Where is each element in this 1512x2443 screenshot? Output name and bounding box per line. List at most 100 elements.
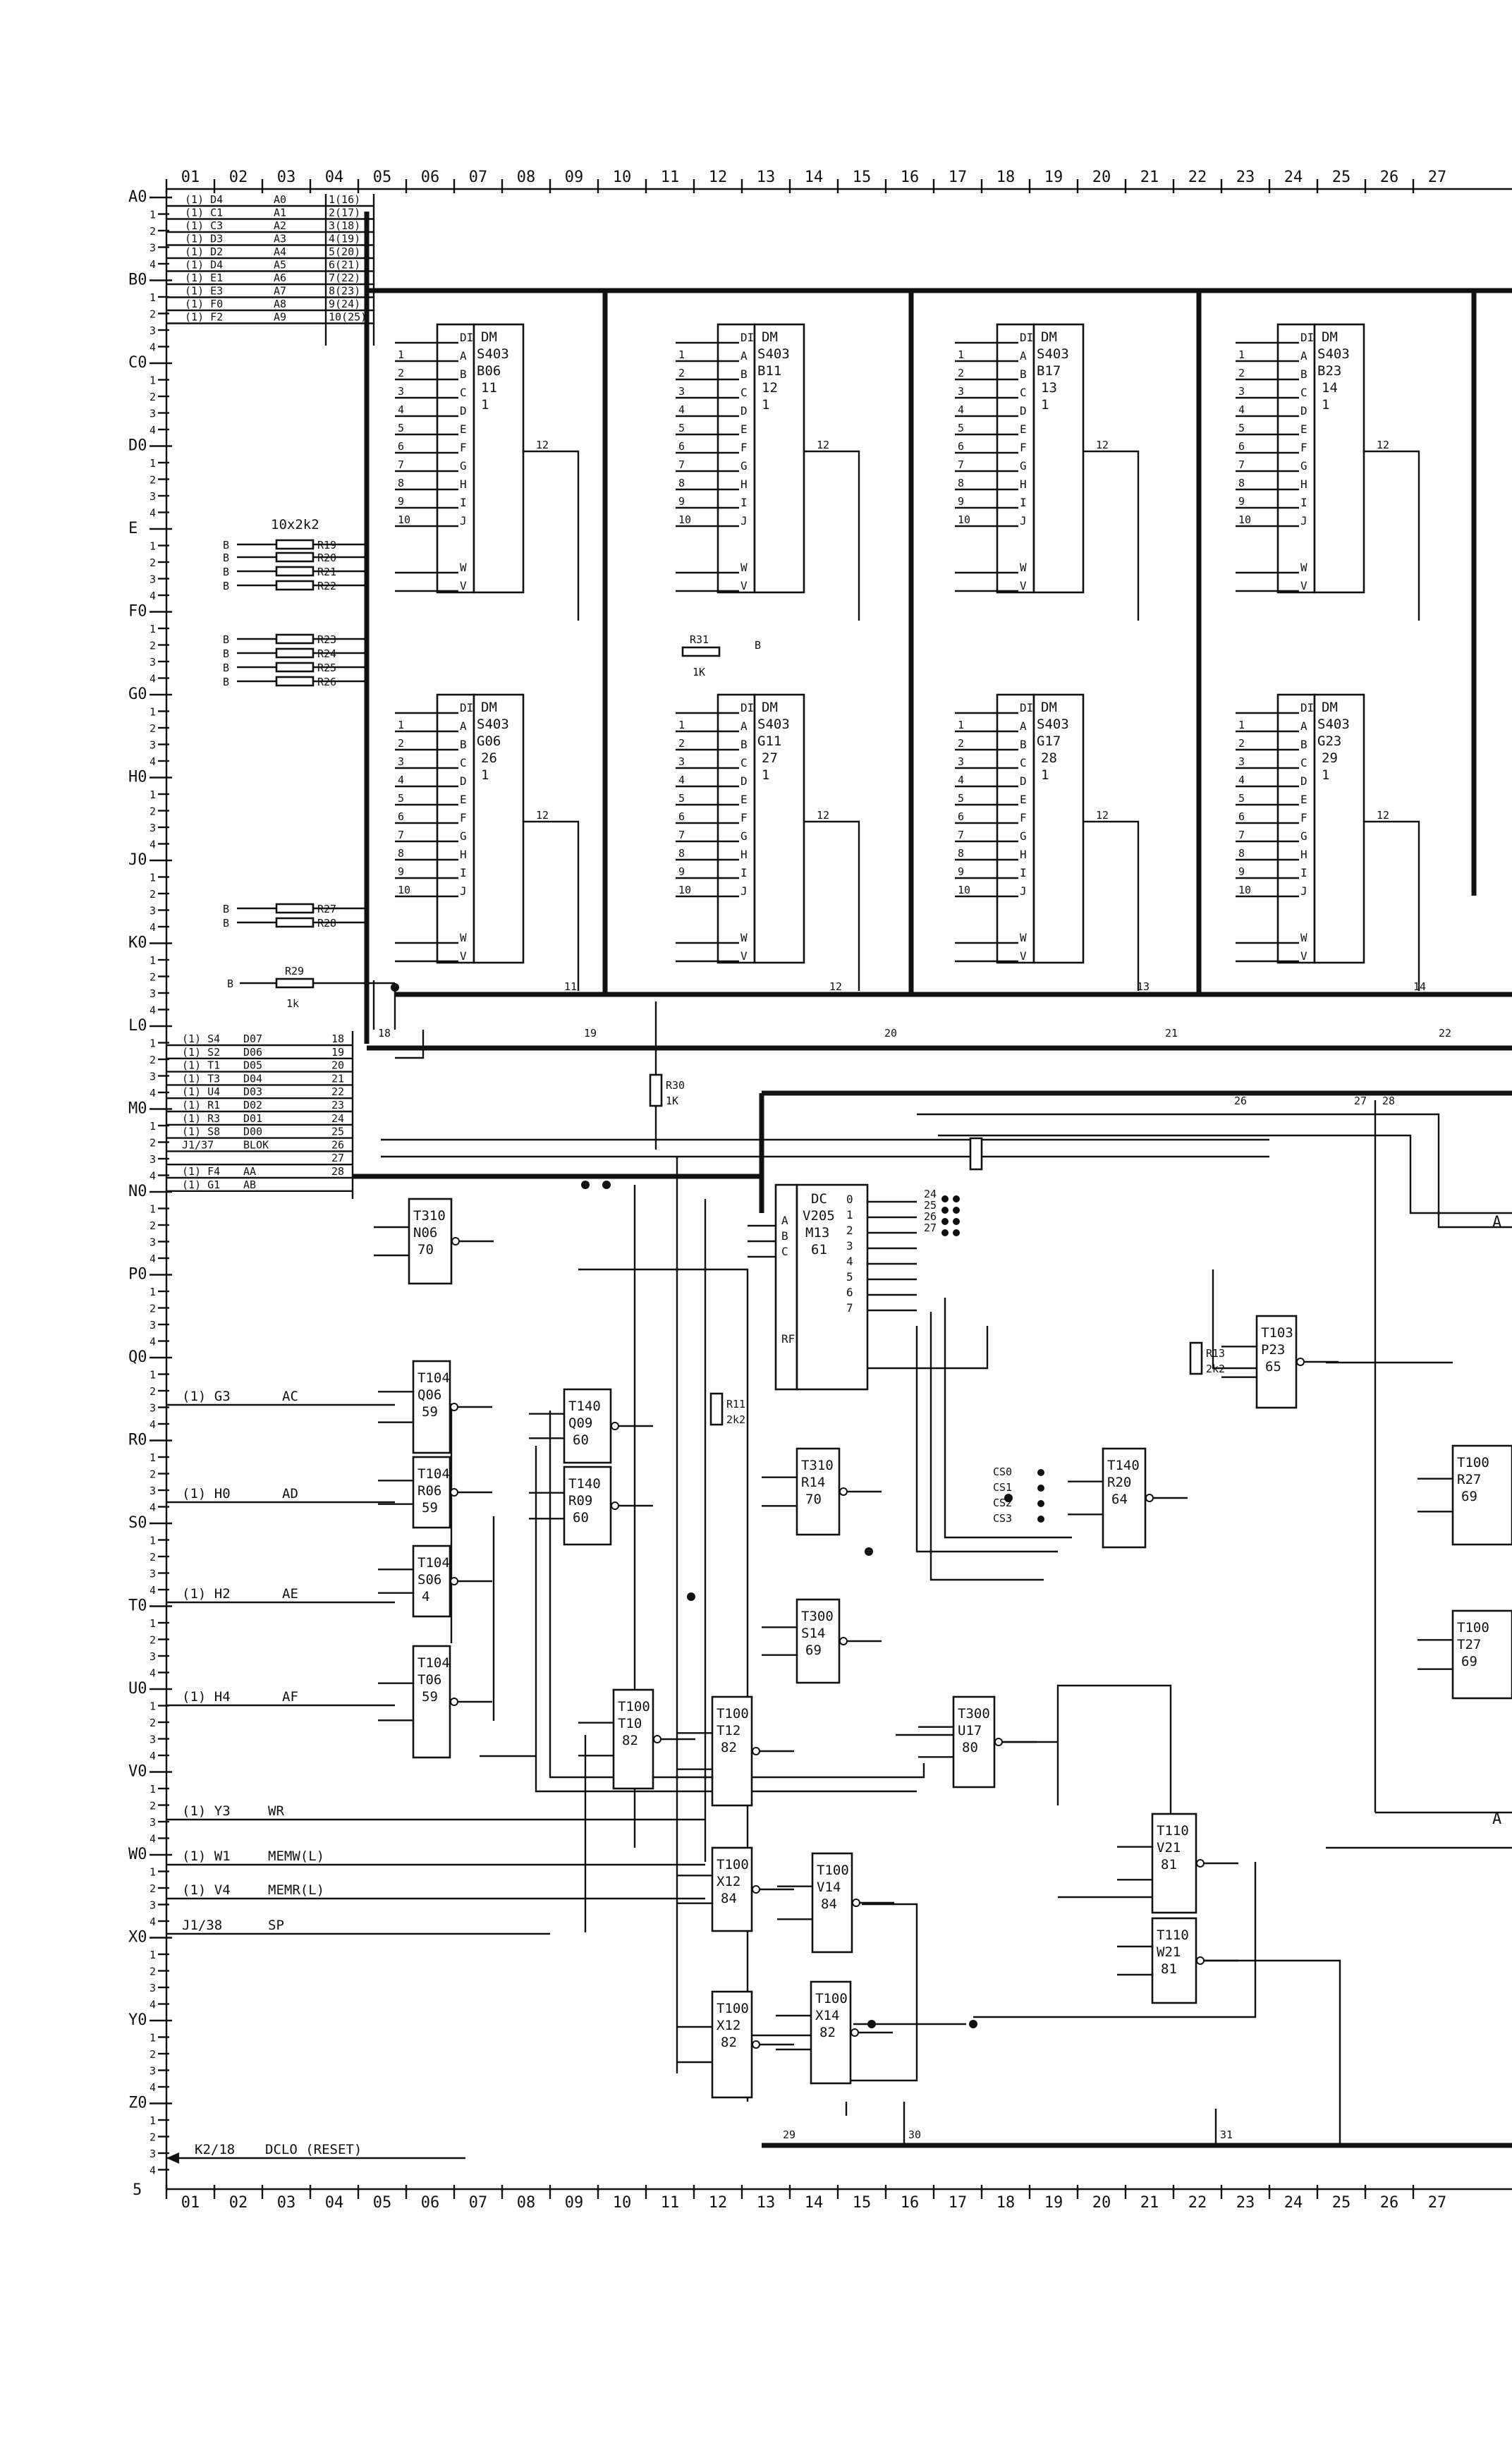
chip-pin-label: H [740, 848, 748, 861]
gate-type: T104 [417, 1655, 450, 1671]
chip-number: 26 [481, 750, 497, 766]
supply-label: B [223, 903, 229, 915]
row-subtick-label: 3 [150, 1734, 156, 1746]
input-source: (1) W1 [182, 1848, 231, 1864]
decoder-output-pin: 6 [846, 1286, 853, 1299]
chip-pin-label: C [1300, 756, 1307, 769]
junction-dot [391, 983, 399, 992]
strap-dot [941, 1195, 949, 1202]
input-source: (1) H2 [182, 1586, 231, 1602]
chip-pin-label: G [460, 459, 467, 473]
jumper-label: CS0 [993, 1466, 1012, 1478]
pullup-resistor [275, 917, 315, 928]
gate-type: T140 [1107, 1458, 1140, 1473]
chip-pin-label: H [460, 848, 467, 861]
row-subtick-label: 4 [150, 1584, 156, 1597]
connector-pin: 22 [331, 1085, 344, 1098]
chip-pin-label: J [1020, 884, 1027, 898]
pin-number: 7 [958, 829, 964, 841]
gate-body [711, 1990, 753, 2099]
connector-pin: 19 [331, 1046, 344, 1059]
gate-body [563, 1466, 612, 1546]
bottom-column-label: 15 [853, 2194, 872, 2212]
pin-number: 12 [817, 439, 829, 451]
bus-label: 12 [829, 980, 842, 993]
gate-type: T310 [413, 1208, 446, 1224]
gate-output-bubble [1145, 1494, 1154, 1502]
chip-family: DM [1322, 329, 1338, 345]
ram-chip-body [753, 323, 805, 594]
bus-label: 28 [1382, 1095, 1395, 1107]
chip-type: V205 [803, 1208, 835, 1224]
chip-type: S403 [477, 346, 509, 362]
gate-body [412, 1545, 451, 1618]
row-subtick-label: 4 [150, 1418, 156, 1431]
chip-pin-label: G [740, 829, 748, 843]
gate-type: T100 [717, 2001, 749, 2016]
ram-chips: DMS403B06111DIA1B2C3D4E5F6G7H8I9J10WV12D… [275, 323, 1420, 1426]
bottom-column-label: 16 [901, 2194, 920, 2212]
gate-id: X14 [815, 2008, 839, 2023]
row-label: T0 [128, 1597, 147, 1615]
chip-pin-label: A [1020, 719, 1027, 733]
chip-sub: 1 [1041, 767, 1049, 783]
gate-type: T110 [1157, 1823, 1189, 1839]
bottom-column-label: 04 [325, 2194, 344, 2212]
chip-pin-label: F [1300, 441, 1307, 454]
chip-pin-label: C [460, 386, 467, 399]
junction-dot [687, 1592, 695, 1601]
connector-signal: D01 [243, 1112, 262, 1125]
connector-pin: 27 [331, 1152, 344, 1164]
row-subtick-label: 3 [150, 1650, 156, 1663]
logic-gates: DCV205M1361ABC01234567RFT310N0670T104Q06… [374, 1183, 1512, 2099]
resistor-label: R27 [317, 903, 336, 915]
chip-pin-label: W [460, 561, 467, 574]
bottom-column-label: 26 [1380, 2194, 1399, 2212]
pin-number: 6 [958, 810, 964, 823]
gate-body [1451, 1609, 1512, 1700]
pin-number: 10 [1238, 513, 1251, 526]
bottom-column-label: 11 [661, 2194, 680, 2212]
gate-type: T100 [1457, 1455, 1489, 1470]
pin-number: 3 [958, 755, 964, 768]
row-subtick-label: 2 [150, 1303, 156, 1315]
top-column-label: 14 [805, 169, 824, 186]
resistor-label: R23 [317, 633, 336, 646]
pin-number: 1 [1238, 719, 1245, 731]
supply-label: B [223, 662, 229, 674]
bus-label: 30 [908, 2128, 921, 2141]
row-subtick-label: 2 [150, 1054, 156, 1066]
interconnect-wire [578, 1268, 749, 2102]
chip-pin-label: A [740, 719, 748, 733]
gate-output-bubble [1196, 1859, 1205, 1868]
connector-pin: 20 [331, 1059, 344, 1072]
chip-pin-label: D [460, 404, 467, 418]
pin-number: 6 [678, 810, 685, 823]
row-label: M0 [128, 1100, 147, 1118]
connector-pin: 1(16) [329, 193, 360, 206]
strap-dot [941, 1229, 949, 1236]
decoder-output-pin: 2 [846, 1224, 853, 1237]
connector-source: (1) T3 [182, 1072, 220, 1085]
top-column-label: 13 [757, 169, 776, 186]
bottom-column-label: 07 [469, 2194, 488, 2212]
chip-pin-label: G [740, 459, 748, 473]
gate-id: V21 [1157, 1840, 1181, 1856]
gate-id: W21 [1157, 1944, 1181, 1960]
pin-number: 9 [958, 495, 964, 508]
decoder-output-pin: 1 [846, 1208, 853, 1222]
row-subtick-label: 1 [150, 1203, 156, 1216]
resistor-label: R22 [317, 580, 336, 592]
row-subtick-label: 1 [150, 2032, 156, 2045]
connector-source: (1) R1 [182, 1099, 220, 1111]
supply-label: B [223, 647, 229, 660]
row-subtick-label: 3 [150, 1982, 156, 1994]
row-label: S0 [128, 1514, 147, 1532]
pin-number: 1 [678, 348, 685, 361]
chip-pin-label: B [1300, 738, 1307, 751]
connector-signal: AB [243, 1178, 256, 1191]
